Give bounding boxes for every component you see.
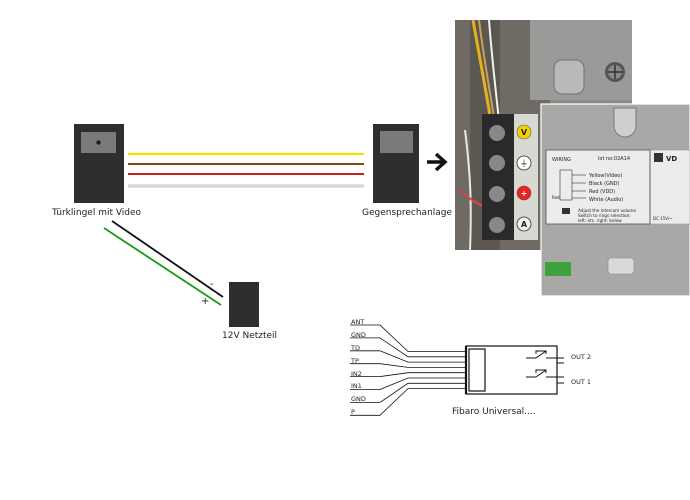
intercom-screen xyxy=(380,131,413,153)
doorbell-device xyxy=(74,124,124,203)
fibaro-input-wire xyxy=(350,324,469,352)
terminal-letter-video: V xyxy=(521,128,528,137)
sticker-heading: WIRING xyxy=(552,157,571,163)
sticker-brand: VD xyxy=(666,155,677,163)
psu-minus-label: - xyxy=(210,279,214,290)
fibaro-input-in2: IN2 xyxy=(351,370,362,378)
sticker-red-tag: Red xyxy=(552,195,560,200)
sticker-red-vdd: Red (VDD) xyxy=(589,189,615,195)
fibaro-input-td: TD xyxy=(351,344,360,352)
fibaro-input-wire xyxy=(350,388,469,416)
intercom-label: Gegensprechanlage xyxy=(362,208,453,218)
fibaro-input-p: P xyxy=(351,408,355,416)
sticker-dc-rating: DC 15V/~ xyxy=(653,216,673,221)
terminal-letter-vdd: + xyxy=(521,189,528,198)
fibaro-input-gnd: GND xyxy=(351,331,366,339)
power-supply-body xyxy=(229,282,259,327)
right-arrow-icon xyxy=(427,152,448,172)
fibaro-input-wire xyxy=(350,372,469,378)
sticker-switch-note: left: etc. right: below xyxy=(578,218,622,223)
fibaro-connector xyxy=(468,348,486,392)
fibaro-input-tp: TP xyxy=(351,357,359,365)
fibaro-input-wire xyxy=(350,377,469,390)
fibaro-input-wires xyxy=(350,324,469,416)
fibaro-input-ant: ANT xyxy=(351,318,365,326)
fibaro-input-gnd-2: GND xyxy=(351,395,366,403)
photo-wiring-sticker: WIRING lot no:02A14 VD Yellow(Video) Bla… xyxy=(540,103,690,297)
photo-terminal-block: V ⏚ + A xyxy=(455,19,632,251)
fibaro-module xyxy=(350,324,564,416)
sticker-rings-note: Switch to rings selection: xyxy=(578,213,631,218)
bus-wires xyxy=(128,152,364,188)
doorbell-label: Türklingel mit Video xyxy=(52,208,142,218)
fibaro-input-wire xyxy=(350,382,469,403)
fibaro-output-out2: OUT 2 xyxy=(571,353,592,361)
terminal-letter-audio: A xyxy=(521,220,528,229)
psu-label: 12V Netzteil xyxy=(222,331,278,341)
psu-wires xyxy=(103,220,224,306)
intercom-device xyxy=(373,124,419,203)
fibaro-input-in1: IN1 xyxy=(351,382,362,390)
terminal-letter-gnd: ⏚ xyxy=(520,159,528,168)
wire-green-plus xyxy=(103,227,222,306)
fibaro-input-wire xyxy=(350,337,469,358)
relay-contacts xyxy=(526,350,557,378)
sticker-volume-note: Adjust the intercom volume xyxy=(578,208,637,213)
sticker-black-gnd: Black (GND) xyxy=(589,181,620,187)
psu-plus-label: + xyxy=(201,296,210,307)
doorbell-camera-lens-icon xyxy=(96,140,101,145)
fibaro-input-wire xyxy=(350,363,469,368)
sticker-yellow-video: Yellow(Video) xyxy=(588,173,622,179)
fibaro-input-wire xyxy=(350,350,469,363)
fibaro-output-out1: OUT 1 xyxy=(571,378,592,386)
wire-black-minus xyxy=(111,220,224,298)
sticker-model: lot no:02A14 xyxy=(598,156,630,162)
fibaro-label: Fibaro Universal.... xyxy=(452,407,536,417)
sticker-white-audio: White (Audio) xyxy=(589,197,623,203)
